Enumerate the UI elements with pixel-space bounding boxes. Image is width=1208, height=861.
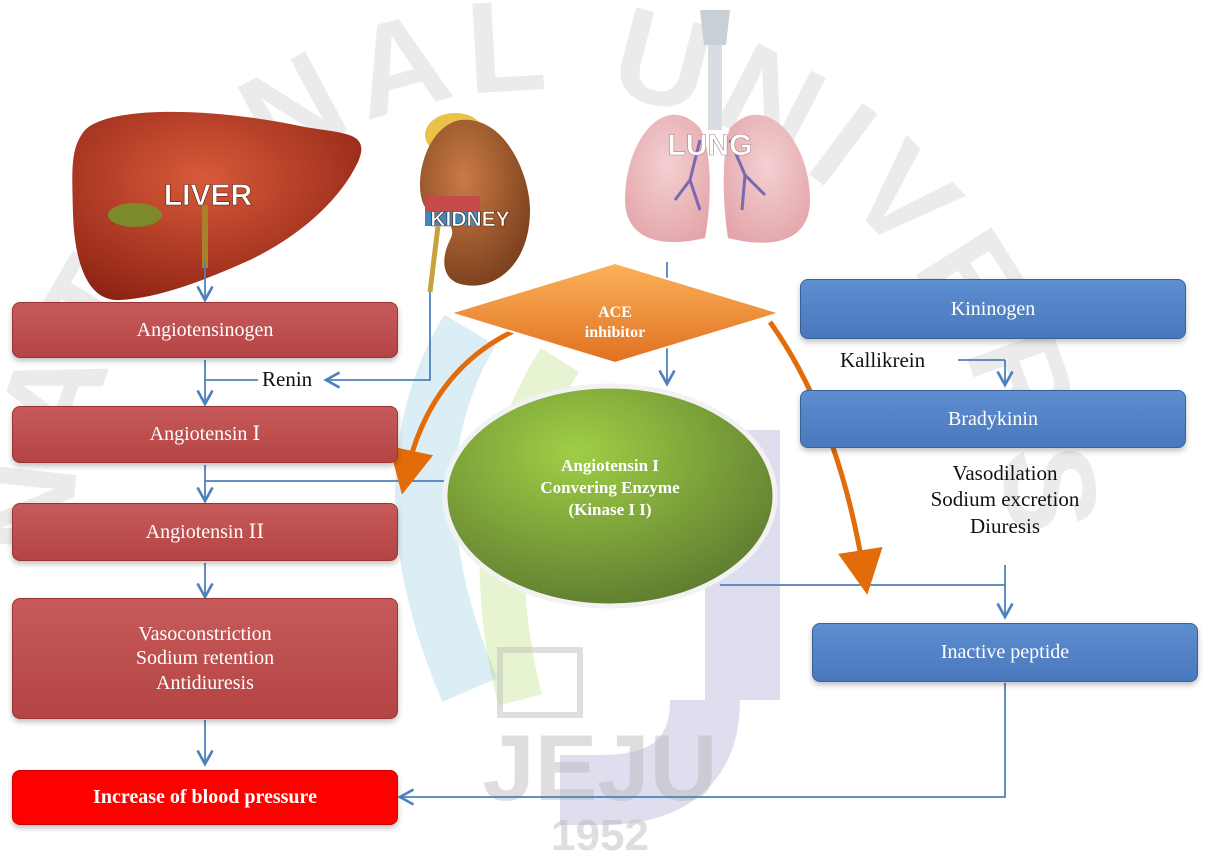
renin-label: Renin: [262, 367, 313, 391]
ace-inhibitor-label: ACE inhibitor: [584, 304, 646, 342]
effect-sodium-excretion: Sodium excretion: [930, 487, 1080, 512]
liver-label: LIVER: [164, 179, 253, 212]
kininogen-box: Kininogen: [800, 279, 1186, 339]
watermark-jeju: JEJU: [482, 715, 717, 820]
arrow-kidney-renin: [323, 292, 431, 389]
effect-diuresis: Diuresis: [970, 513, 1040, 538]
bradykinin-label: Bradykinin: [948, 407, 1038, 430]
bradykinin-effects: Vasodilation Sodium excretion Diuresis: [900, 460, 1110, 539]
lung-label: LUNG: [668, 129, 753, 162]
enzyme-line-1: Angiotensin I: [561, 456, 659, 475]
blood-pressure-label: Increase of blood pressure: [93, 786, 317, 809]
arrow-inactive-bp: [397, 683, 1006, 806]
effect-sodium-retention: Sodium retention: [135, 647, 275, 670]
ace-inhibitor-diamond: [446, 261, 784, 365]
angiotensin2-box: Angiotensin ⅠⅠ: [12, 503, 398, 561]
watermark-year: 1952: [551, 811, 649, 860]
angiotensinogen-label: Angiotensinogen: [136, 318, 274, 341]
effect-vasoconstriction: Vasoconstriction: [138, 622, 272, 645]
enzyme-line-2: Convering Enzyme: [540, 477, 680, 497]
inactive-peptide-box: Inactive peptide: [812, 623, 1198, 682]
angiotensin1-box: Angiotensin Ⅰ: [12, 406, 398, 463]
watermark-emblem: [497, 647, 583, 718]
angiotensin2-label: Angiotensin ⅠⅠ: [145, 520, 265, 543]
inhibit-arrow-left: [389, 319, 536, 495]
blood-pressure-box: Increase of blood pressure: [12, 770, 398, 825]
vasoconstriction-effects-box: Vasoconstriction Sodium retention Antidi…: [12, 598, 398, 719]
ace-enzyme-ellipse: [442, 383, 778, 609]
angiotensinogen-box: Angiotensinogen: [12, 302, 398, 358]
kininogen-label: Kininogen: [950, 297, 1036, 320]
effect-antidiuresis: Antidiuresis: [156, 671, 254, 694]
kidney-organ: KIDNEY: [420, 113, 530, 293]
watermark-blue-swoosh: [395, 314, 498, 702]
liver-organ: LIVER: [72, 111, 362, 301]
kallikrein-label: Kallikrein: [840, 348, 926, 372]
lung-organ: LUNG: [625, 10, 810, 243]
watermark-j-hook: [560, 698, 740, 825]
angiotensin1-label: Angiotensin Ⅰ: [149, 423, 261, 446]
bradykinin-box: Bradykinin: [800, 390, 1186, 448]
enzyme-line-3: (Kinase I I): [568, 499, 652, 519]
effect-vasodilation: Vasodilation: [952, 461, 1058, 485]
ace-enzyme-label: Angiotensin I Convering Enzyme (Kinase I…: [500, 455, 720, 520]
kidney-label: KIDNEY: [430, 208, 509, 231]
inactive-peptide-label: Inactive peptide: [940, 641, 1070, 664]
